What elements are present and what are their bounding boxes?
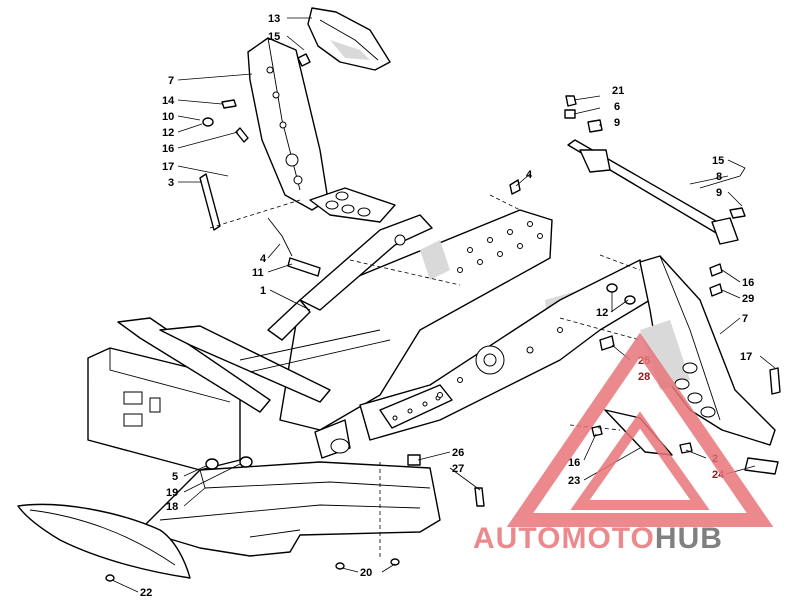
callout-14: 14 bbox=[162, 95, 175, 107]
callout-23: 23 bbox=[568, 475, 580, 487]
front-rail-right bbox=[159, 325, 331, 403]
part-3-bar bbox=[199, 173, 221, 231]
callout-21: 21 bbox=[612, 85, 624, 97]
callout-16c: 16 bbox=[568, 457, 580, 469]
top-cover bbox=[307, 7, 391, 71]
callout-28: 28 bbox=[638, 371, 650, 383]
watermark-triangle-icon bbox=[506, 332, 774, 527]
callout-4: 4 bbox=[260, 253, 267, 265]
callout-labels: 13 15 7 14 10 12 16 17 3 4 11 1 4 21 6 9… bbox=[140, 13, 754, 599]
callout-27: 27 bbox=[452, 463, 464, 475]
front-rail-left bbox=[117, 317, 271, 413]
mesh-grille bbox=[640, 320, 690, 390]
callout-29: 29 bbox=[742, 293, 754, 305]
callout-26: 26 bbox=[452, 447, 464, 459]
callout-16: 16 bbox=[162, 143, 174, 155]
callout-17b: 17 bbox=[740, 351, 752, 363]
plate-24 bbox=[744, 457, 779, 475]
callout-15b: 15 bbox=[712, 155, 724, 167]
callout-9: 9 bbox=[614, 117, 620, 129]
tunnel-side-panel bbox=[279, 209, 553, 431]
callout-17: 17 bbox=[162, 161, 174, 173]
front-nose bbox=[17, 503, 191, 579]
callout-20: 20 bbox=[360, 567, 372, 579]
callout-12b: 12 bbox=[596, 307, 608, 319]
svg-text:AUTOMOTOHUB: AUTOMOTOHUB bbox=[473, 522, 723, 555]
callout-1: 1 bbox=[260, 285, 266, 297]
callout-13: 13 bbox=[268, 13, 280, 25]
watermark-text-primary: AUTOMOTO bbox=[473, 522, 655, 555]
callout-8: 8 bbox=[716, 171, 722, 183]
upper-steering-support bbox=[247, 37, 329, 211]
watermark-inner-triangle-icon bbox=[570, 411, 710, 510]
callout-4b: 4 bbox=[526, 169, 533, 181]
watermark-text-secondary: HUB bbox=[655, 522, 723, 555]
callout-22: 22 bbox=[140, 587, 152, 599]
callout-12: 12 bbox=[162, 127, 174, 139]
callout-16b: 16 bbox=[742, 277, 754, 289]
callout-5: 5 bbox=[172, 471, 178, 483]
callout-11: 11 bbox=[252, 267, 264, 279]
callout-10: 10 bbox=[162, 111, 174, 123]
part-11-strip bbox=[287, 257, 321, 277]
skid-plate bbox=[139, 461, 441, 557]
upper-foot-plate bbox=[309, 187, 396, 223]
watermark-logo: AUTOMOTOHUB bbox=[473, 332, 774, 555]
callout-7b: 7 bbox=[742, 313, 748, 325]
bracket-plate bbox=[379, 384, 453, 429]
frame-holes bbox=[394, 221, 563, 398]
callout-15: 15 bbox=[268, 31, 280, 43]
callout-3: 3 bbox=[168, 177, 174, 189]
callout-18: 18 bbox=[166, 501, 178, 513]
callout-19: 19 bbox=[166, 487, 178, 499]
callout-6: 6 bbox=[614, 101, 620, 113]
callout-7: 7 bbox=[168, 75, 174, 87]
callout-9b: 9 bbox=[716, 187, 722, 199]
leader-lines bbox=[111, 17, 776, 593]
